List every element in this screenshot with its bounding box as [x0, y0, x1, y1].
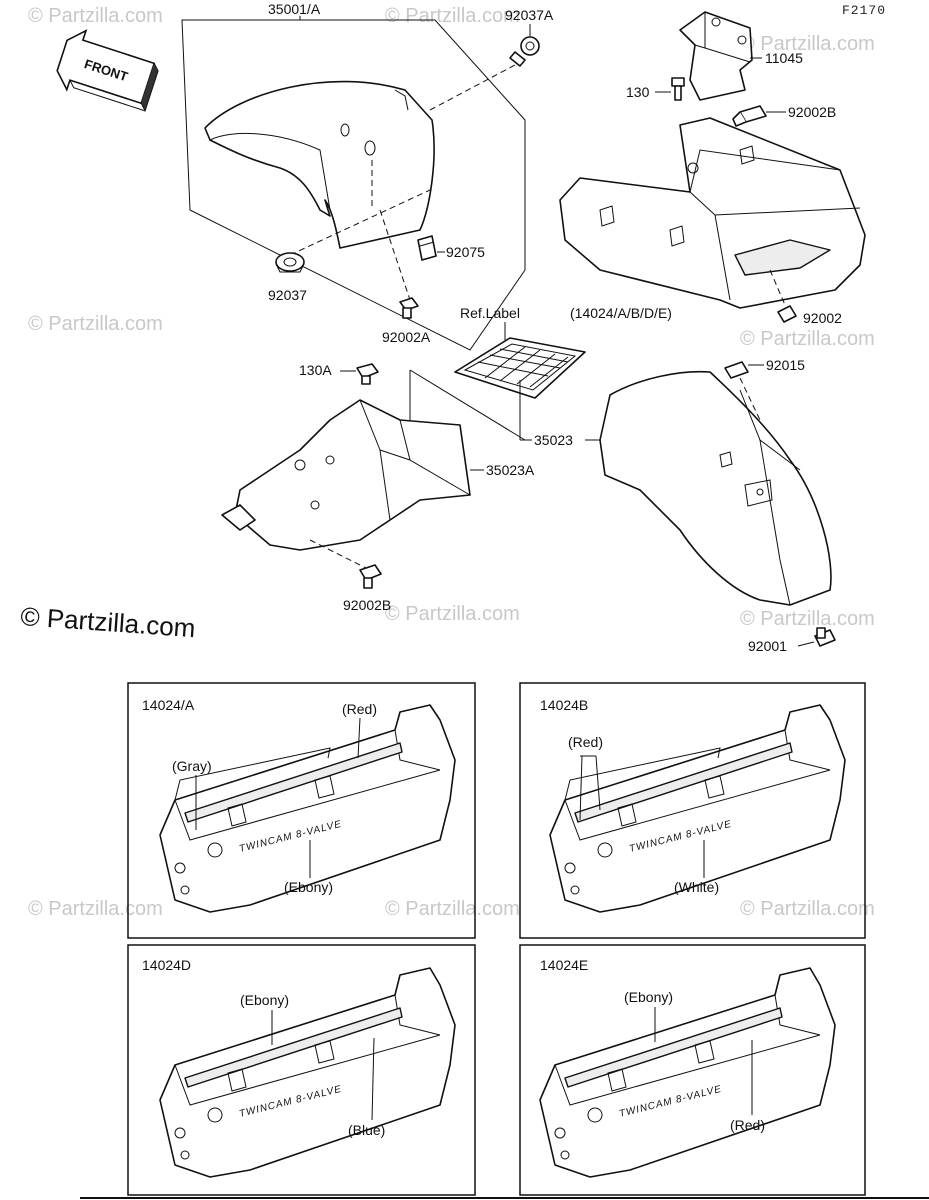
watermark-text: © Partzilla.com: [385, 5, 520, 27]
front-fender-part: [204, 80, 435, 249]
watermark-text: © Partzilla.com: [385, 898, 520, 920]
variant-box-14024b: 14024B TWINCAM 8-VALVE (Red) (White): [519, 682, 866, 939]
part-label-35001: 35001/A: [268, 1, 321, 17]
bolt-icon: [359, 564, 382, 589]
variant-box-14024a: 14024/A TWINCAM 8-VALVE (Red) (Gray) (Eb…: [127, 682, 476, 939]
bolt-icon: [671, 77, 685, 101]
color-label: (Ebony): [284, 879, 333, 895]
part-label-92002b-top: 92002B: [788, 104, 836, 120]
part-label-92001: 92001: [748, 638, 787, 654]
bolt-icon: [777, 305, 797, 323]
front-arrow-icon: FRONT: [56, 29, 159, 113]
reference-label-group: Ref.Label: [454, 305, 586, 399]
damper-icon: [417, 235, 437, 261]
tail-cover-variant-drawing: TWINCAM 8-VALVE: [539, 967, 836, 1178]
watermark-text: © Partzilla.com: [28, 5, 163, 27]
watermark-text: © Partzilla.com: [740, 33, 875, 55]
color-label: (Red): [342, 701, 377, 717]
clamp-icon: [509, 36, 540, 67]
bracket-part: [679, 11, 753, 101]
color-label: (Red): [568, 734, 603, 750]
watermark-text: © Partzilla.com: [28, 313, 163, 335]
reference-label-sticker: [454, 337, 586, 399]
part-label-ref-label: Ref.Label: [460, 305, 520, 321]
nut-icon: [724, 361, 749, 379]
color-label: (Ebony): [624, 989, 673, 1005]
variant-code: 14024/A: [142, 697, 195, 713]
bracket-group: 11045 130 92002B: [626, 11, 836, 127]
part-label-14024: (14024/A/B/D/E): [570, 305, 672, 321]
color-label: (Gray): [172, 758, 212, 774]
color-label: (Red): [730, 1117, 765, 1133]
main-watermark: © Partzilla.com: [20, 601, 197, 643]
variant-box-14024d: 14024D TWINCAM 8-VALVE (Ebony) (Blue): [127, 944, 476, 1196]
front-fender-callout-box: [181, 19, 526, 351]
bolt-icon: [732, 105, 767, 127]
watermark-text: © Partzilla.com: [740, 608, 875, 630]
part-label-92075: 92075: [446, 244, 485, 260]
tail-cover-variant-drawing: TWINCAM 8-VALVE: [159, 967, 456, 1178]
watermark-text: © Partzilla.com: [740, 898, 875, 920]
part-label-92015: 92015: [766, 357, 805, 373]
variant-box-14024e: 14024E TWINCAM 8-VALVE (Ebony) (Red): [519, 944, 866, 1196]
watermark-text: © Partzilla.com: [28, 898, 163, 920]
rear-fender-group: 92015 92001: [599, 357, 836, 654]
color-label: (White): [674, 879, 719, 895]
part-label-35023a: 35023A: [486, 462, 535, 478]
rear-fender-bracket-part: [234, 399, 471, 551]
color-label: (Ebony): [240, 992, 289, 1008]
part-label-92037a: 92037A: [505, 7, 554, 23]
tail-cover-variant-drawing: TWINCAM 8-VALVE: [159, 704, 456, 913]
part-label-11045: 11045: [765, 50, 803, 66]
tail-cover-group: (14024/A/B/D/E) 92002: [559, 117, 866, 326]
variant-code: 14024B: [540, 697, 588, 713]
part-label-130a: 130A: [299, 362, 332, 378]
watermark-text: © Partzilla.com: [385, 603, 520, 625]
rear-fender-part: [599, 370, 832, 606]
color-label: (Blue): [348, 1122, 385, 1138]
part-label-92002b-bottom: 92002B: [343, 597, 391, 613]
bolt-icon: [814, 627, 836, 647]
tail-cover-variant-drawing: TWINCAM 8-VALVE: [549, 704, 846, 913]
part-label-92037: 92037: [268, 287, 307, 303]
part-label-130: 130: [626, 84, 650, 100]
variant-code: 14024D: [142, 957, 191, 973]
rear-fender-bracket-group: 130A 35023A 35023 92002B: [221, 362, 600, 613]
part-label-92002a: 92002A: [382, 329, 431, 345]
bolt-icon: [356, 363, 379, 385]
part-label-35023: 35023: [534, 432, 573, 448]
variant-code: 14024E: [540, 957, 588, 973]
grommet-icon: [275, 252, 305, 273]
front-fender-group: 35001/A 92037A 92037 92075 92002A: [181, 1, 554, 351]
bolt-icon: [399, 297, 419, 319]
watermark-text: © Partzilla.com: [740, 328, 875, 350]
part-label-92002: 92002: [803, 310, 842, 326]
figure-code: F2170: [842, 3, 886, 18]
